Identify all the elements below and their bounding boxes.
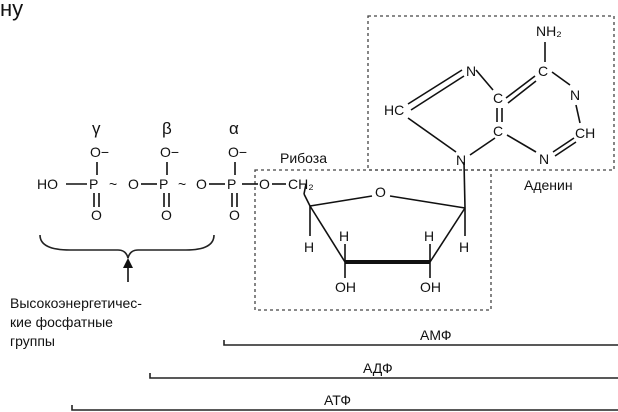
adenine-c2-ch: CH — [575, 125, 595, 141]
phosphorus-alpha: P — [227, 176, 236, 192]
ribose-h-c3: H — [339, 228, 349, 244]
gamma-double-o: O — [91, 207, 102, 223]
adenine-n9: N — [456, 152, 466, 168]
ribose-h-c4: H — [304, 239, 314, 255]
high-energy-label-line-1: Высокоэнергетичес- — [10, 295, 142, 311]
ribose-label: Рибоза — [280, 150, 327, 166]
bridge-oxygen-1: O — [128, 176, 139, 192]
adenine-c4: C — [493, 123, 503, 139]
ribose-h-c1: H — [459, 239, 469, 255]
phosphate-chain: γ β α O− O− O− HO P ~ O P ~ O P O CH₂ O … — [37, 119, 314, 223]
adenine-c5: C — [493, 90, 503, 106]
alpha-o-minus: O− — [228, 144, 247, 160]
phosphorus-gamma: P — [89, 176, 98, 192]
ch2-group: CH₂ — [288, 176, 314, 192]
high-energy-label-line-2: кие фосфатные — [10, 314, 113, 330]
amp-label: АМФ — [420, 327, 452, 343]
ribose-h-c2: H — [424, 228, 434, 244]
adp-label: АДФ — [363, 360, 393, 376]
ester-oxygen: O — [259, 176, 270, 192]
adenine-label: Аденин — [524, 177, 573, 193]
amp-bracket — [223, 340, 618, 346]
ribose-ring-oxygen: O — [375, 184, 386, 200]
beta-label: β — [162, 119, 172, 138]
alpha-double-o: O — [229, 207, 240, 223]
high-energy-bond-2: ~ — [178, 176, 186, 192]
atp-label: АТФ — [324, 392, 351, 408]
high-energy-bond-1: ~ — [109, 176, 117, 192]
nucleotide-brackets: АМФ АДФ АТФ — [71, 327, 618, 411]
ribose-oh-c3: OH — [335, 279, 356, 295]
beta-o-minus: O− — [160, 144, 179, 160]
beta-double-o: O — [161, 207, 172, 223]
hydroxyl-ho: HO — [37, 176, 58, 192]
atp-bracket — [71, 405, 618, 411]
adenine-n3: N — [539, 151, 549, 167]
high-energy-label-line-3: группы — [10, 333, 55, 349]
amino-group: NH₂ — [536, 23, 562, 39]
gamma-o-minus: O− — [90, 144, 109, 160]
ribose-box — [254, 169, 492, 311]
glycosidic-bond — [463, 161, 466, 209]
brace-arrow-head — [123, 258, 133, 268]
adenine-c6: C — [538, 63, 548, 79]
adp-bracket — [149, 373, 618, 379]
phosphate-group-brace — [39, 234, 215, 259]
alpha-label: α — [229, 119, 239, 138]
bridge-oxygen-2: O — [196, 176, 207, 192]
ribose-ring: Рибоза O H H H H OH OH — [280, 150, 469, 295]
phosphorus-beta: P — [159, 176, 168, 192]
ch2-to-ring-bond — [303, 183, 307, 195]
adenine-n7: N — [466, 63, 476, 79]
adenine-base: NH₂ C N C N CH N C HC N Аденин — [384, 23, 595, 193]
top-text-fragment: ну — [0, 0, 23, 21]
adenine-c8-hc: HC — [384, 102, 404, 118]
ribose-oh-c2: OH — [420, 279, 441, 295]
adenine-n1: N — [570, 87, 580, 103]
gamma-label: γ — [92, 119, 101, 138]
